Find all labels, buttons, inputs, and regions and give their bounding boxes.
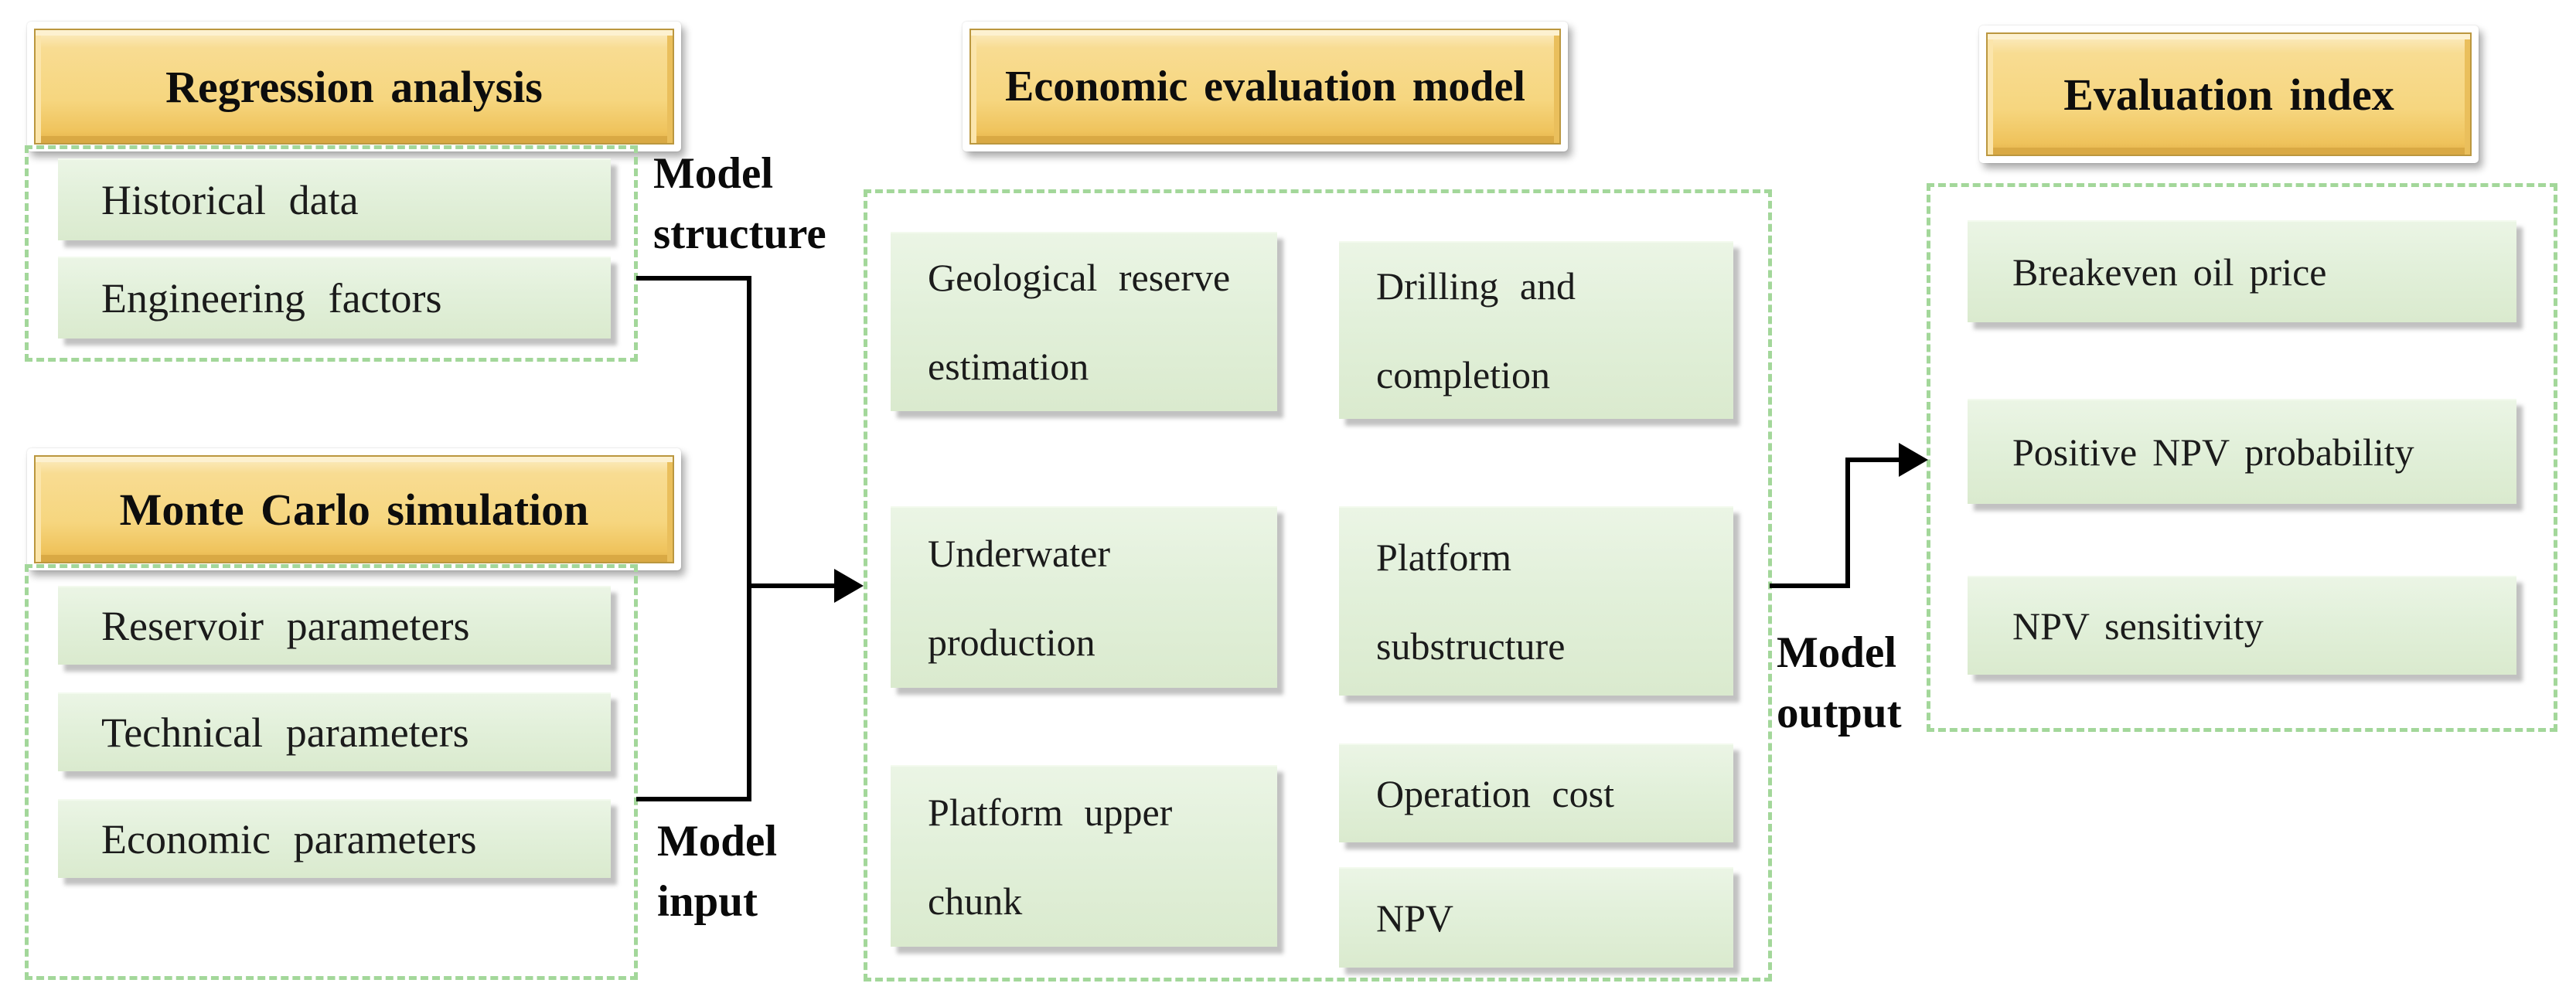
engineering-factors-box: Engineering factors bbox=[58, 257, 611, 339]
model-input-label: Model input bbox=[657, 817, 778, 926]
historical-data-label: Historical data bbox=[101, 177, 359, 223]
breakeven-oil-price-label: Breakeven oil price bbox=[2012, 250, 2327, 294]
operation-cost-box: Operation cost bbox=[1339, 743, 1733, 842]
monte-carlo-header: Monte Carlo simulation bbox=[27, 448, 681, 570]
reservoir-parameters-label: Reservoir parameters bbox=[101, 603, 470, 649]
model-output-arrowhead-icon bbox=[1899, 443, 1928, 477]
positive-npv-probability-label: Positive NPV probability bbox=[2012, 430, 2414, 474]
geological-reserve-label: Geological reserve estimation bbox=[928, 256, 1231, 388]
monte-carlo-header-label: Monte Carlo simulation bbox=[34, 455, 674, 563]
model-structure-line bbox=[636, 276, 751, 281]
npv-label: NPV bbox=[1376, 896, 1454, 940]
underwater-production-label: Underwater production bbox=[928, 531, 1110, 664]
npv-box: NPV bbox=[1339, 867, 1733, 968]
historical-data-box: Historical data bbox=[58, 158, 611, 240]
npv-sensitivity-box: NPV sensitivity bbox=[1968, 576, 2516, 675]
reservoir-parameters-box: Reservoir parameters bbox=[58, 586, 611, 665]
monte-carlo-container bbox=[25, 564, 638, 980]
positive-npv-probability-box: Positive NPV probability bbox=[1968, 399, 2516, 504]
economic-parameters-box: Economic parameters bbox=[58, 799, 611, 878]
platform-substructure-label: Platform substructure bbox=[1376, 535, 1566, 668]
breakeven-oil-price-box: Breakeven oil price bbox=[1968, 220, 2516, 322]
regression-container bbox=[25, 145, 638, 362]
connector-spine-line bbox=[747, 276, 751, 801]
drilling-completion-box: Drilling and completion bbox=[1339, 241, 1733, 419]
drilling-completion-label: Drilling and completion bbox=[1376, 264, 1576, 396]
economic-model-header-label: Economic evaluation model bbox=[969, 29, 1561, 145]
model-output-line bbox=[1770, 583, 1849, 588]
underwater-production-box: Underwater production bbox=[891, 506, 1277, 688]
regression-analysis-header-label: Regression analysis bbox=[34, 29, 674, 145]
model-output-label: Model output bbox=[1777, 628, 1902, 737]
model-input-arrowhead-icon bbox=[834, 569, 864, 603]
model-output-arrow-shaft bbox=[1848, 458, 1900, 462]
geological-reserve-box: Geological reserve estimation bbox=[891, 232, 1277, 411]
model-input-arrow-shaft bbox=[748, 583, 837, 588]
operation-cost-label: Operation cost bbox=[1376, 771, 1614, 815]
platform-substructure-box: Platform substructure bbox=[1339, 506, 1733, 696]
evaluation-index-container bbox=[1927, 183, 2557, 732]
evaluation-index-header: Evaluation index bbox=[1979, 26, 2479, 163]
model-output-riser-line bbox=[1845, 458, 1850, 588]
regression-analysis-header: Regression analysis bbox=[27, 22, 681, 151]
technical-parameters-label: Technical parameters bbox=[101, 709, 469, 756]
model-input-line bbox=[636, 797, 751, 801]
economic-model-header: Economic evaluation model bbox=[963, 22, 1568, 151]
npv-sensitivity-label: NPV sensitivity bbox=[2012, 604, 2264, 648]
engineering-factors-label: Engineering factors bbox=[101, 275, 442, 321]
evaluation-index-header-label: Evaluation index bbox=[1986, 32, 2472, 156]
platform-upper-chunk-box: Platform upper chunk bbox=[891, 765, 1277, 947]
economic-parameters-label: Economic parameters bbox=[101, 816, 477, 862]
technical-parameters-box: Technical parameters bbox=[58, 692, 611, 771]
model-structure-label: Model structure bbox=[653, 149, 826, 258]
platform-upper-chunk-label: Platform upper chunk bbox=[928, 790, 1173, 923]
